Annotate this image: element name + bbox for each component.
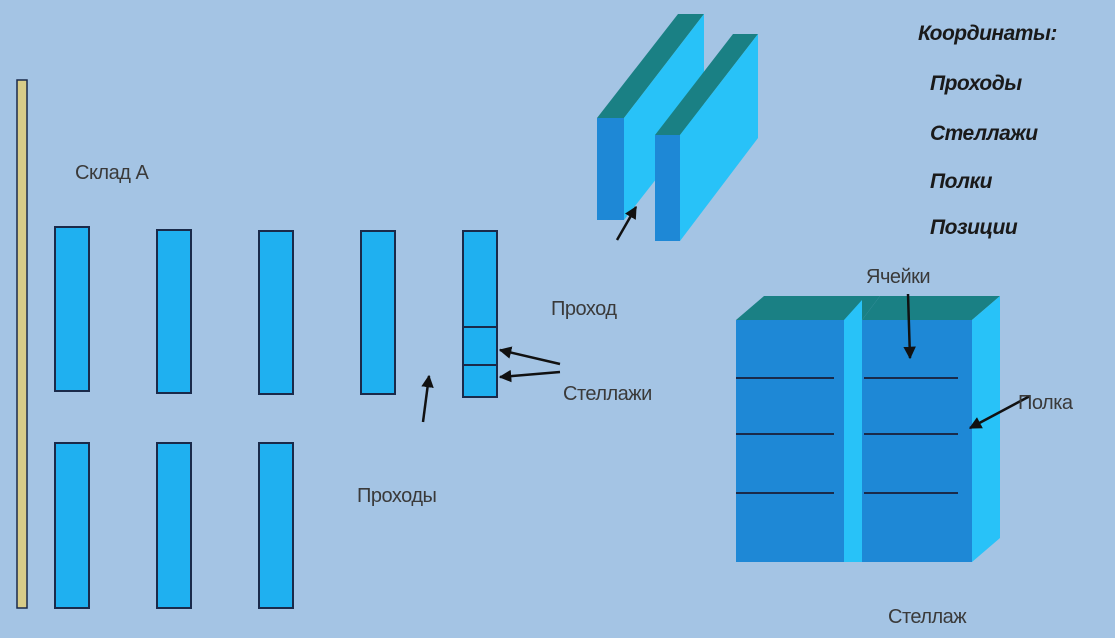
racks-arrow-upper [498,346,561,366]
rack-bottom-1 [54,442,90,609]
shelf-label: Полка [1018,392,1073,414]
rack-top-1 [54,226,90,392]
aisle-label: Проход [551,298,617,320]
warehouse-wall [16,79,28,609]
aisles-label: Проходы [357,485,437,507]
aisles-arrow [421,374,434,423]
rack-label: Стеллаж [888,606,967,628]
cells-label: Ячейки [866,266,931,288]
coordinates-item-shelves: Полки [930,170,992,193]
rack-top-5 [462,230,498,398]
coordinates-item-aisles: Проходы [930,72,1022,95]
rack-top-2 [156,229,192,394]
coordinates-heading: Координаты: [918,22,1057,45]
rack-top-4 [360,230,396,395]
rack-3d-illustration [736,296,1000,562]
coordinates-item-positions: Позиции [930,216,1018,239]
rack-bottom-3 [258,442,294,609]
cells-arrow [903,293,916,360]
warehouse-label: Склад А [75,162,149,184]
aisle-3d-illustration [597,14,758,241]
racks-arrow-lower [498,369,561,383]
shelf-arrow [968,394,1031,430]
coordinates-item-racks: Стеллажи [930,122,1038,145]
aisle-arrow [615,205,638,241]
racks-label: Стеллажи [563,383,652,405]
rack-top-3 [258,230,294,395]
rack-bottom-2 [156,442,192,609]
